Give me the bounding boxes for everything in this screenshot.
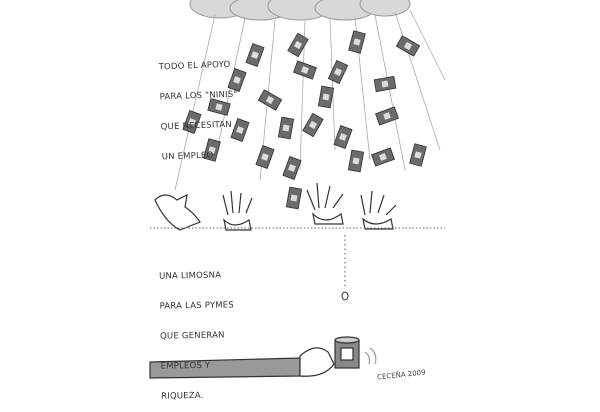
bill xyxy=(203,138,221,162)
bill xyxy=(293,60,317,80)
tin-can xyxy=(334,336,377,369)
bill xyxy=(207,98,231,116)
bill xyxy=(257,89,283,111)
bill xyxy=(277,116,295,140)
bill xyxy=(282,156,302,180)
rain-line xyxy=(409,9,446,81)
bill xyxy=(182,110,202,134)
bill xyxy=(227,68,247,92)
rain-line xyxy=(394,11,441,151)
bill xyxy=(347,149,365,173)
bill xyxy=(375,106,399,126)
caption-line: para las PYMES xyxy=(159,300,235,312)
bill xyxy=(255,145,275,169)
bill xyxy=(373,75,397,93)
bill xyxy=(327,59,349,85)
bill xyxy=(285,186,303,210)
bill xyxy=(317,85,335,109)
clouds xyxy=(189,0,411,21)
bill xyxy=(230,118,250,142)
bill xyxy=(287,32,309,58)
bill xyxy=(245,43,265,67)
caption-line: un empleo xyxy=(161,150,214,163)
rain-line xyxy=(214,17,246,161)
cartoon-drawing xyxy=(149,0,446,379)
caption-line: empleos y xyxy=(160,360,211,372)
bill xyxy=(348,30,366,54)
caption-line: Una limosna xyxy=(158,270,222,282)
bill xyxy=(395,35,421,57)
caption-line: para los "ninis" xyxy=(159,89,238,103)
rain-line xyxy=(374,14,406,171)
bill xyxy=(371,147,395,167)
coin xyxy=(341,291,349,301)
caption-line: que generan xyxy=(160,330,225,342)
caption-line: Todo el apoyo xyxy=(158,59,231,73)
money-bills xyxy=(182,30,427,210)
outstretched-arm xyxy=(149,347,335,379)
bill xyxy=(409,143,427,167)
bottom-caption: Una limosna para las PYMES que generan e… xyxy=(159,250,236,411)
raised-hands xyxy=(154,182,397,231)
caption-line: que necesitan xyxy=(160,119,233,133)
rain-line xyxy=(329,17,336,151)
bill xyxy=(302,112,324,138)
bill xyxy=(333,125,353,149)
top-caption: Todo el apoyo para los "ninis" que neces… xyxy=(158,40,240,173)
rain-line xyxy=(174,14,216,191)
